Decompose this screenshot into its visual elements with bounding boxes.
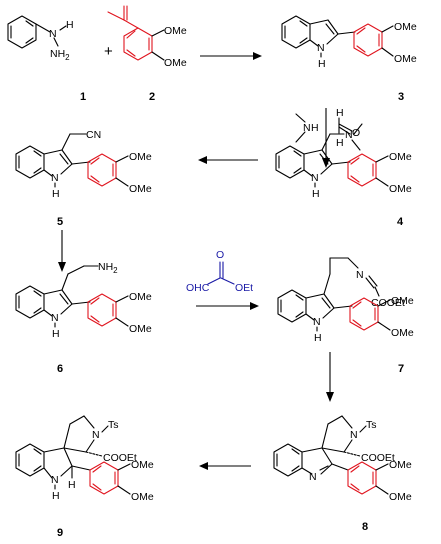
compound-1-number: 1 xyxy=(80,91,86,103)
atom-ome: OMe xyxy=(389,151,412,163)
compound-4: N N H OMe OMe 4 xyxy=(275,123,412,228)
reaction-arrow-5: OHC O OEt xyxy=(186,249,259,310)
atom-cn: CN xyxy=(86,129,101,141)
atom-n: N xyxy=(92,429,100,441)
compound-2: OMe OMe 2 xyxy=(107,5,187,103)
compound-1: N H NH2 1 xyxy=(7,15,86,103)
atom-ome: OMe xyxy=(389,491,412,503)
atom-h: H xyxy=(52,188,60,200)
atom-cooet: COOEt xyxy=(103,452,137,464)
atom-n: N xyxy=(51,172,59,184)
reagent-amine-h: H xyxy=(311,122,319,134)
plus-sign: + xyxy=(104,43,113,60)
atom-n: N xyxy=(356,269,364,281)
atom-h: H xyxy=(52,328,60,340)
atom-h: H xyxy=(66,19,74,31)
compound-3: N H OMe OMe 3 xyxy=(281,15,417,103)
reagent-oet: OEt xyxy=(235,282,253,294)
atom-n: N xyxy=(317,42,325,54)
atom-ome: OMe xyxy=(131,459,154,471)
atom-ome: OMe xyxy=(389,183,412,195)
reagent-o: O xyxy=(352,127,360,139)
compound-9: N Ts COOEt N H H OMe OMe 9 xyxy=(15,415,154,539)
compound-3-number: 3 xyxy=(398,91,404,103)
compound-4-number: 4 xyxy=(397,216,404,228)
atom-ome: OMe xyxy=(394,21,417,33)
atom-ome: OMe xyxy=(389,459,412,471)
atom-ome: OMe xyxy=(129,323,152,335)
atom-ome: OMe xyxy=(129,183,152,195)
atom-n: N xyxy=(311,172,319,184)
atom-n: N xyxy=(309,471,317,483)
compound-7-number: 7 xyxy=(398,363,404,375)
compound-5-number: 5 xyxy=(57,216,63,228)
atom-cooet: COOEt xyxy=(371,297,405,309)
compound-8: N Ts COOEt N OMe OMe 8 xyxy=(273,415,412,533)
atom-ts: Ts xyxy=(108,419,119,431)
atom-ome: OMe xyxy=(164,25,187,37)
atom-ome: OMe xyxy=(129,151,152,163)
reaction-arrow-2: N H H H O xyxy=(295,107,360,168)
atom-n: N xyxy=(51,474,59,486)
reaction-arrow-3 xyxy=(198,156,258,164)
reagent-o: O xyxy=(216,249,224,261)
atom-n: N xyxy=(49,28,57,40)
reaction-arrow-7 xyxy=(199,462,251,470)
atom-h: H xyxy=(318,58,326,70)
atom-h: H xyxy=(314,332,322,344)
atom-h: H xyxy=(52,490,60,502)
atom-h: H xyxy=(68,479,76,491)
reagent-h: H xyxy=(336,107,344,119)
atom-n: N xyxy=(313,316,321,328)
atom-n: N xyxy=(345,129,353,141)
reagent-h: H xyxy=(336,137,344,149)
reagent-amine-n: N xyxy=(303,122,311,134)
atom-ome: OMe xyxy=(164,57,187,69)
compound-6-number: 6 xyxy=(57,363,63,375)
atom-ome: OMe xyxy=(391,327,414,339)
compound-9-number: 9 xyxy=(57,527,63,539)
reagent-ohc: OHC xyxy=(186,282,210,294)
compound-5: CN N H OMe OMe 5 xyxy=(15,129,152,228)
atom-nh2: NH2 xyxy=(98,261,118,275)
atom-ts: Ts xyxy=(366,419,377,431)
compound-6: NH2 N H OMe OMe 6 xyxy=(15,261,152,375)
atom-ome: OMe xyxy=(394,53,417,65)
compound-2-number: 2 xyxy=(149,91,155,103)
reaction-arrow-6 xyxy=(326,352,334,402)
compound-8-number: 8 xyxy=(362,521,368,533)
atom-n: N xyxy=(51,312,59,324)
atom-ome: OMe xyxy=(129,291,152,303)
atom-h: H xyxy=(312,188,320,200)
compound-7: N COOEt N H OMe OMe 7 xyxy=(277,257,414,375)
atom-ome: OMe xyxy=(391,295,414,307)
atom-ome: OMe xyxy=(131,491,154,503)
atom-nh2: NH2 xyxy=(50,48,70,62)
reaction-arrow-1 xyxy=(200,52,262,60)
atom-cooet: COOEt xyxy=(361,452,395,464)
reaction-arrow-4 xyxy=(58,230,66,272)
atom-n: N xyxy=(350,429,358,441)
